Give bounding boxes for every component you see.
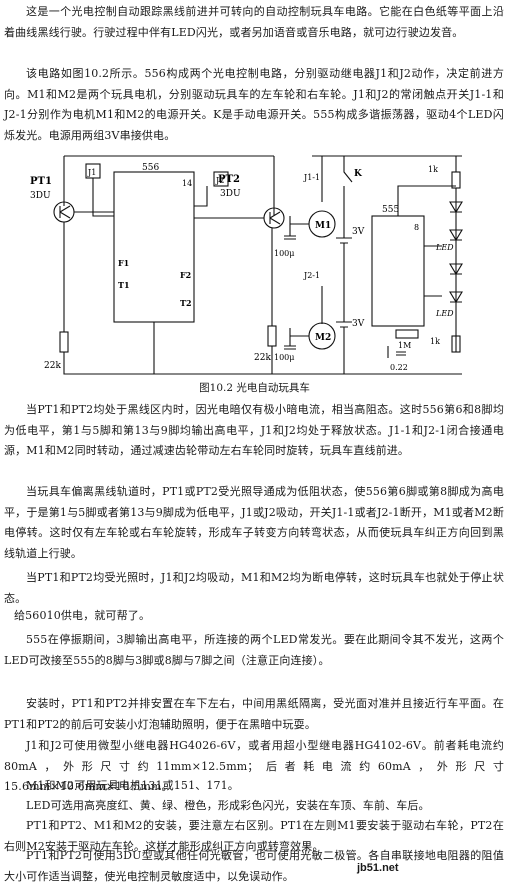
paragraph-both-lit-state: 当PT1和PT2均受光照时，J1和J2均吸动，M1和M2均为断电停转，这时玩具车…	[4, 571, 504, 605]
paragraph-installation: 安装时，PT1和PT2并排安置在车下左右，中间用黑纸隔离，受光面对准并且接近行车…	[4, 697, 504, 731]
svg-text:1k: 1k	[428, 165, 438, 174]
paragraph-left-right-note: PT1和PT2、M1和M2的安装，要注意左右区别。PT1在左则M1要安装于驱动右…	[4, 819, 504, 853]
relay-j2	[213, 171, 229, 187]
circuit-diagram: PT1 3DU PT2 3DU J1 J2 556 14 F1 T1 F2 T2…	[30, 155, 463, 375]
resistor-1k-bottom	[451, 335, 461, 353]
resistor-22k-right	[267, 325, 277, 347]
svg-text:555: 555	[382, 205, 399, 215]
svg-text:F2: F2	[180, 270, 191, 280]
paragraph-black-line-state: 当PT1和PT2均处于黑线区内时，因光电暗仅有极小暗电流，相当高阻态。这时556…	[4, 403, 504, 457]
battery-3v-bottom: 3V	[352, 319, 365, 329]
svg-text:J2: J2	[215, 176, 224, 185]
switch-k-label: K	[354, 169, 363, 179]
pt1-type-label: 3DU	[30, 191, 51, 201]
svg-text:1k: 1k	[430, 337, 440, 346]
pt2-label: PT2	[218, 174, 240, 185]
watermark: jb51.net	[356, 862, 400, 874]
capacitor-100u-2: 100μ	[274, 353, 294, 362]
paragraph-intro: 这是一个光电控制自动跟踪黑线前进并可转向的自动控制玩具车电路。它能在白色纸等平面…	[4, 5, 504, 39]
svg-text:8: 8	[414, 223, 419, 232]
resistor-22k-left	[59, 331, 69, 353]
paragraph-phototube-selection: PT1和PT2可使用3DU型或其他任何光敏管，也可使用光敏二极管。各自串联接地电…	[4, 849, 504, 883]
capacitor-100u-1: 100μ	[274, 249, 294, 258]
paragraph-led-selection: LED可选用高亮度红、黄、绿、橙色，形成彩色闪光，安装在车顶、车前、车后。	[26, 799, 430, 812]
battery-3v-top: 3V	[352, 227, 365, 237]
svg-text:T1: T1	[118, 280, 130, 290]
paragraph-motor-selection: M1和M2可用玩具电机131或151、171。	[26, 779, 239, 792]
svg-text:14: 14	[182, 179, 192, 188]
svg-text:F1: F1	[118, 258, 129, 268]
ic-555	[371, 215, 425, 327]
svg-text:T2: T2	[180, 298, 192, 308]
paragraph-off-track-state: 当玩具车偏离黑线轨道时，PT1或PT2受光照导通成为低阻状态，使556第6脚或第…	[4, 485, 504, 560]
paragraph-555-led-note: 555在停振期间，3脚输出高电平，所连接的两个LED常发光。要在此期间令其不发光…	[4, 633, 504, 667]
paragraph-circuit-description: 该电路如图10.2所示。556构成两个光电控制电路，分别驱动继电器J1和J2动作…	[4, 67, 504, 142]
led-label-top: LED	[435, 243, 454, 252]
switch-j2-1-label: J2-1	[303, 271, 320, 280]
figure-caption: 图10.2 光电自动玩具车	[199, 382, 310, 394]
switch-j1-1-label: J1-1	[303, 173, 320, 182]
pt1-label: PT1	[30, 176, 52, 187]
svg-text:J1: J1	[87, 168, 96, 177]
paragraph-fragment: 给56010供电，就可帮了。	[14, 609, 151, 622]
svg-text:22k: 22k	[254, 353, 271, 363]
svg-text:M1: M1	[315, 221, 331, 231]
resistor-1m	[395, 329, 419, 339]
led-label-bottom: LED	[435, 309, 454, 318]
svg-text:22k: 22k	[44, 361, 61, 371]
svg-text:M2: M2	[315, 333, 331, 343]
circuit-figure: PT1 3DU PT2 3DU J1 J2 556 14 F1 T1 F2 T2…	[22, 146, 484, 378]
pt2-type-label: 3DU	[220, 189, 241, 199]
svg-text:1M: 1M	[398, 341, 411, 350]
paragraph-relay-selection: J1和J2可使用微型小继电器HG4026-6V，或者用超小型继电器HG4102-…	[4, 739, 504, 793]
svg-text:556: 556	[142, 163, 159, 173]
capacitor-0-22: 0.22	[390, 363, 408, 372]
